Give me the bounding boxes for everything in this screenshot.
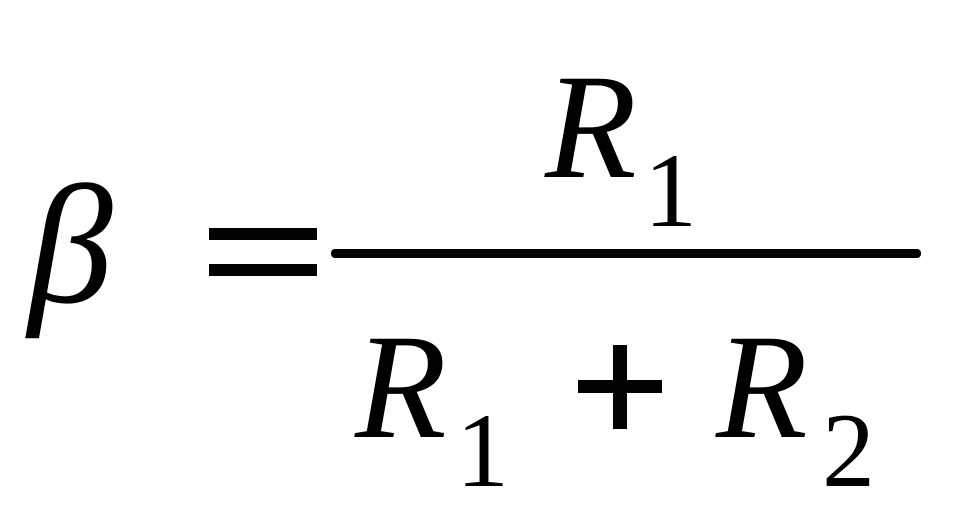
numerator-variable: R [545, 44, 637, 210]
equals-bar-bottom [209, 264, 317, 276]
denominator-term2-variable: R [716, 304, 808, 470]
equals-bar-top [209, 228, 317, 240]
numerator-subscript: 1 [644, 132, 697, 249]
denominator-term1-subscript: 1 [456, 392, 509, 509]
beta-symbol: β [28, 151, 113, 339]
denominator-term1-variable: R [355, 304, 447, 470]
plus-bar-vertical [613, 345, 627, 429]
fraction-bar [331, 249, 921, 258]
denominator-term2-subscript: 2 [822, 392, 875, 509]
